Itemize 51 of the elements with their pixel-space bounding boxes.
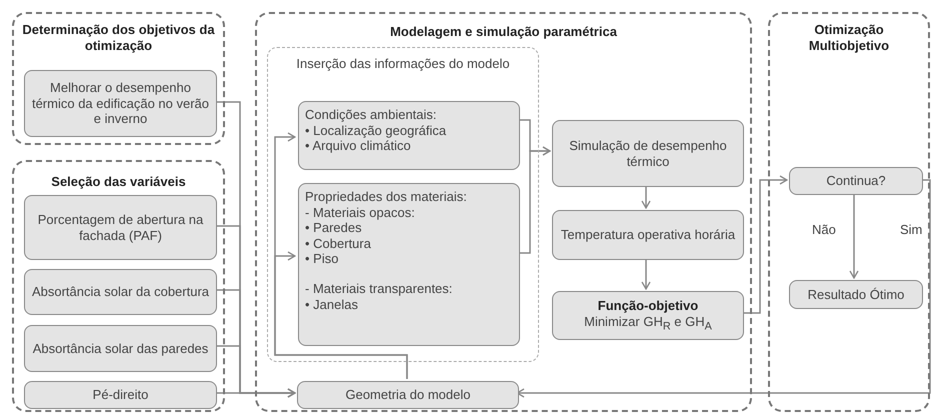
process-box xyxy=(298,183,520,346)
process-box xyxy=(552,120,744,187)
process-box xyxy=(552,210,744,260)
process-box xyxy=(789,167,923,195)
dashed-group-frame xyxy=(12,12,225,145)
box-text: Simulação de desempenho térmico xyxy=(568,138,728,170)
box-text: • Localização geográfica xyxy=(305,122,446,138)
dashed-group-frame xyxy=(768,12,930,412)
box-text: • Paredes xyxy=(305,220,362,236)
arrow xyxy=(641,185,651,209)
group-title: Modelagem e simulação paramétrica xyxy=(389,24,618,40)
box-text: • Janelas xyxy=(305,296,358,312)
box-heading: Função-objetivo xyxy=(598,298,698,314)
process-box xyxy=(24,70,217,137)
arrow xyxy=(274,251,408,379)
process-box xyxy=(24,269,217,315)
process-box xyxy=(297,381,519,409)
box-text: Absortância solar das paredes xyxy=(32,340,208,356)
group-title: Seleção das variáveis xyxy=(50,174,187,190)
process-box xyxy=(24,195,217,260)
box-heading: Propriedades dos materiais: xyxy=(305,189,467,205)
arrow xyxy=(215,388,296,398)
box-text: Geometria do modelo xyxy=(345,387,470,403)
process-box xyxy=(24,381,217,409)
box-text: Porcentagem de abertura na fachada (PAF) xyxy=(36,212,204,244)
dashed-group-frame xyxy=(267,47,539,362)
group-title: Otimização Multiobjetivo xyxy=(808,22,890,54)
dashed-group-frame xyxy=(255,12,752,412)
box-text: • Arquivo climático xyxy=(305,138,411,154)
box-text: Continua? xyxy=(826,173,886,189)
dashed-group-frame xyxy=(12,160,225,412)
box-text: Melhorar o desempenho térmico da edificação no verão e inverno xyxy=(31,80,210,127)
box-text: Resultado Ótimo xyxy=(808,286,904,302)
process-box xyxy=(24,325,217,372)
box-text: - Materiais transparentes: xyxy=(305,280,452,297)
arrow xyxy=(742,175,788,314)
box-text: • Piso xyxy=(305,251,338,267)
arrow xyxy=(849,193,859,279)
process-box xyxy=(298,101,520,170)
box-text: - Materiais opacos: xyxy=(305,204,415,220)
box-text: Temperatura operativa horária xyxy=(560,227,736,243)
group-title: Determinação dos objetivos da otimização xyxy=(21,22,216,54)
group-title: Inserção das informações do modelo xyxy=(295,56,511,72)
box-text: Absortância solar da cobertura xyxy=(32,284,210,300)
arrow xyxy=(641,258,651,290)
box-text: • Cobertura xyxy=(305,236,371,252)
process-box xyxy=(789,280,923,309)
box-heading: Condições ambientais: xyxy=(305,107,437,123)
box-text: Minimizar GH$_{R}$ e GH$_{A}$ xyxy=(584,314,712,334)
box-text: Pé-direito xyxy=(92,387,148,403)
process-box xyxy=(552,291,744,340)
